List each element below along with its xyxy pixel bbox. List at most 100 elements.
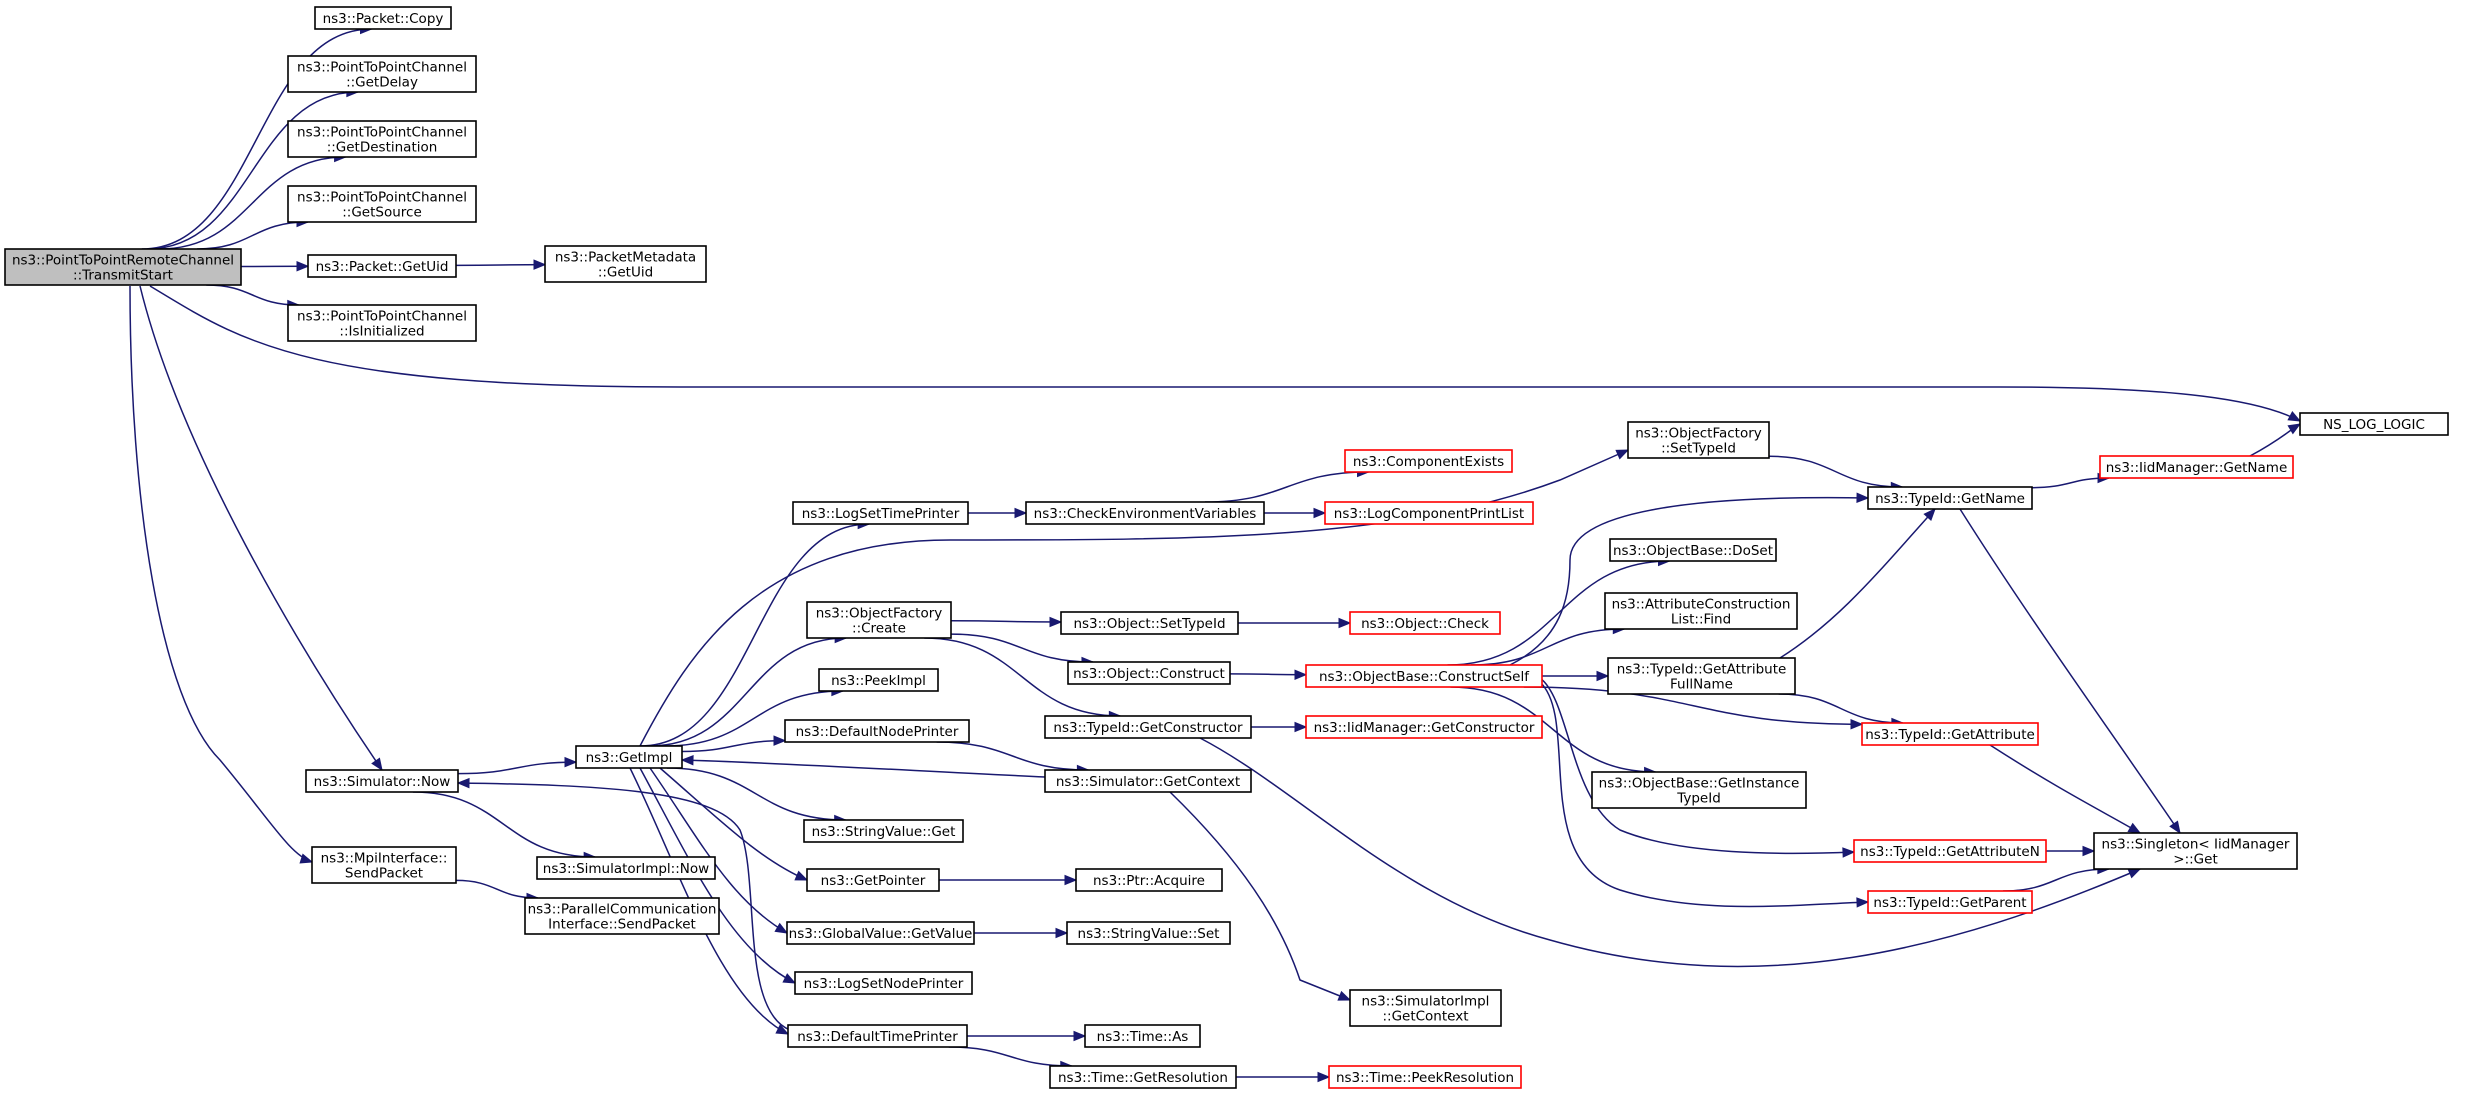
node-parcomm[interactable]: ns3::ParallelCommunicationInterface::Sen…: [524, 897, 720, 935]
node-tgetattr[interactable]: ns3::TypeId::GetAttribute: [1861, 722, 2039, 746]
edge-arrowhead: [1923, 508, 1936, 522]
node-pcopy[interactable]: ns3::Packet::Copy: [314, 6, 452, 30]
edge-getimpl-to-getpointer: [659, 767, 809, 881]
node-box: [1867, 890, 2033, 914]
node-deftime[interactable]: ns3::DefaultTimePrinter: [787, 1024, 968, 1048]
node-label: ns3::PointToPointChannel: [297, 60, 467, 76]
node-strget[interactable]: ns3::StringValue::Get: [803, 819, 964, 843]
node-logcomp[interactable]: ns3::LogComponentPrintList: [1324, 501, 1534, 525]
node-getattrn[interactable]: ns3::TypeId::GetAttributeN: [1853, 839, 2047, 863]
node-objsettype[interactable]: ns3::Object::SetTypeId: [1060, 611, 1239, 635]
node-getconstructor[interactable]: ns3::TypeId::GetConstructor: [1044, 715, 1252, 739]
edge-ofcreate-to-objsettype: [950, 616, 1063, 628]
node-label: ::GetDelay: [346, 75, 418, 91]
node-label: ns3::TypeId::GetParent: [1873, 895, 2026, 911]
node-getsrc[interactable]: ns3::PointToPointChannel::GetSource: [287, 185, 477, 223]
edge-arrowhead: [1294, 669, 1308, 680]
node-label: ::TransmitStart: [73, 268, 173, 284]
node-logsetnode[interactable]: ns3::LogSetNodePrinter: [794, 971, 973, 995]
node-ofset[interactable]: ns3::ObjectFactory::SetTypeId: [1627, 421, 1770, 459]
node-timeres[interactable]: ns3::Time::GetResolution: [1049, 1065, 1237, 1089]
edge-arrowhead: [1842, 847, 1856, 858]
node-peekres[interactable]: ns3::Time::PeekResolution: [1328, 1065, 1522, 1089]
node-iidgetcons[interactable]: ns3::IidManager::GetConstructor: [1305, 715, 1543, 739]
node-label: ns3::DefaultNodePrinter: [796, 724, 959, 740]
node-iidgetname[interactable]: ns3::IidManager::GetName: [2099, 455, 2294, 479]
node-box: [314, 6, 452, 30]
node-timeas[interactable]: ns3::Time::As: [1084, 1024, 1201, 1048]
edge-arrowhead: [1294, 721, 1308, 733]
node-getparent[interactable]: ns3::TypeId::GetParent: [1867, 890, 2033, 914]
node-getdest[interactable]: ns3::PointToPointChannel::GetDestination: [287, 120, 477, 158]
node-tgetname[interactable]: ns3::TypeId::GetName: [1867, 486, 2033, 510]
node-label: ns3::GlobalValue::GetValue: [789, 926, 973, 942]
node-box: [1328, 1065, 1522, 1089]
node-pmgetuid[interactable]: ns3::PacketMetadata::GetUid: [544, 245, 707, 283]
node-simctx[interactable]: ns3::Simulator::GetContext: [1044, 769, 1252, 793]
node-objconstruct[interactable]: ns3::Object::Construct: [1067, 661, 1231, 685]
node-box: [1607, 657, 1796, 695]
node-compex[interactable]: ns3::ComponentExists: [1344, 449, 1513, 473]
node-box: [287, 120, 477, 158]
node-getuid[interactable]: ns3::Packet::GetUid: [307, 254, 457, 278]
node-root[interactable]: ns3::PointToPointRemoteChannel::Transmit…: [4, 248, 242, 286]
node-label: ns3::PointToPointChannel: [297, 125, 467, 141]
node-singleton[interactable]: ns3::Singleton< IidManager >::Get: [2093, 832, 2298, 870]
node-ptracquire[interactable]: ns3::Ptr::Acquire: [1075, 868, 1223, 892]
edge-getimpl-to-ofset: [639, 449, 1630, 747]
node-box: [307, 254, 457, 278]
edge-simnow-to-getimpl: [457, 756, 578, 775]
node-box: [544, 245, 707, 283]
node-peekimpl[interactable]: ns3::PeekImpl: [818, 668, 939, 692]
node-ofcreate[interactable]: ns3::ObjectFactory::Create: [806, 601, 952, 639]
node-label: ns3::TypeId::GetConstructor: [1053, 720, 1243, 736]
node-strset[interactable]: ns3::StringValue::Set: [1066, 921, 1231, 945]
node-simimplnow[interactable]: ns3::SimulatorImpl::Now: [536, 856, 716, 880]
node-checkenv[interactable]: ns3::CheckEnvironmentVariables: [1025, 501, 1265, 525]
edge-arrowhead: [299, 853, 314, 864]
edge-simctx-to-simimplctx: [1169, 791, 1352, 1001]
node-label: ns3::TypeId::GetName: [1875, 491, 2025, 507]
node-label: ns3::Simulator::Now: [314, 774, 451, 790]
node-box: [1349, 611, 1501, 635]
edge-arrowhead: [774, 922, 789, 934]
node-getimpl[interactable]: ns3::GetImpl: [575, 745, 683, 769]
edge-arrowhead: [1615, 449, 1630, 460]
edge-objsettype-to-objcheck: [1237, 617, 1352, 629]
node-nslog[interactable]: NS_LOG_LOGIC: [2299, 412, 2449, 436]
edge-arrowhead: [1055, 927, 1069, 939]
node-defnode[interactable]: ns3::DefaultNodePrinter: [784, 719, 970, 743]
node-label: ns3::PointToPointRemoteChannel: [12, 253, 234, 269]
node-label: ns3::PeekImpl: [831, 673, 926, 689]
edge-arrowhead: [2082, 845, 2096, 857]
node-cself[interactable]: ns3::ObjectBase::ConstructSelf: [1305, 664, 1543, 688]
node-doset[interactable]: ns3::ObjectBase::DoSet: [1609, 538, 1777, 562]
edge-tgetname-to-singleton: [1959, 508, 2181, 835]
node-box: [524, 897, 720, 935]
edge-getattrfull-to-tgetname: [1779, 508, 1936, 659]
node-getdelay[interactable]: ns3::PointToPointChannel::GetDelay: [287, 55, 477, 93]
node-simnow[interactable]: ns3::Simulator::Now: [305, 769, 459, 793]
node-box: [1305, 664, 1543, 688]
node-getpointer[interactable]: ns3::GetPointer: [806, 868, 940, 892]
node-gvget[interactable]: ns3::GlobalValue::GetValue: [786, 921, 975, 945]
node-box: [1066, 921, 1231, 945]
node-label: ::GetUid: [598, 265, 653, 281]
node-label: ns3::Object::Construct: [1073, 666, 1225, 682]
node-box: [1604, 592, 1798, 630]
node-isinit[interactable]: ns3::PointToPointChannel::IsInitialized: [287, 304, 477, 342]
node-box: [806, 601, 952, 639]
edge-simctx-to-getimpl: [680, 755, 1046, 778]
node-box: [1853, 839, 2047, 863]
node-simimplctx[interactable]: ns3::SimulatorImpl::GetContext: [1349, 989, 1502, 1027]
edge-getimpl-to-defnode: [681, 735, 787, 753]
edge-arrowhead: [371, 757, 383, 772]
node-mpisend[interactable]: ns3::MpiInterface::SendPacket: [311, 846, 457, 884]
node-label: ns3::GetImpl: [586, 750, 673, 766]
node-logset[interactable]: ns3::LogSetTimePrinter: [792, 501, 969, 525]
node-objcheck[interactable]: ns3::Object::Check: [1349, 611, 1501, 635]
node-box: [794, 971, 973, 995]
